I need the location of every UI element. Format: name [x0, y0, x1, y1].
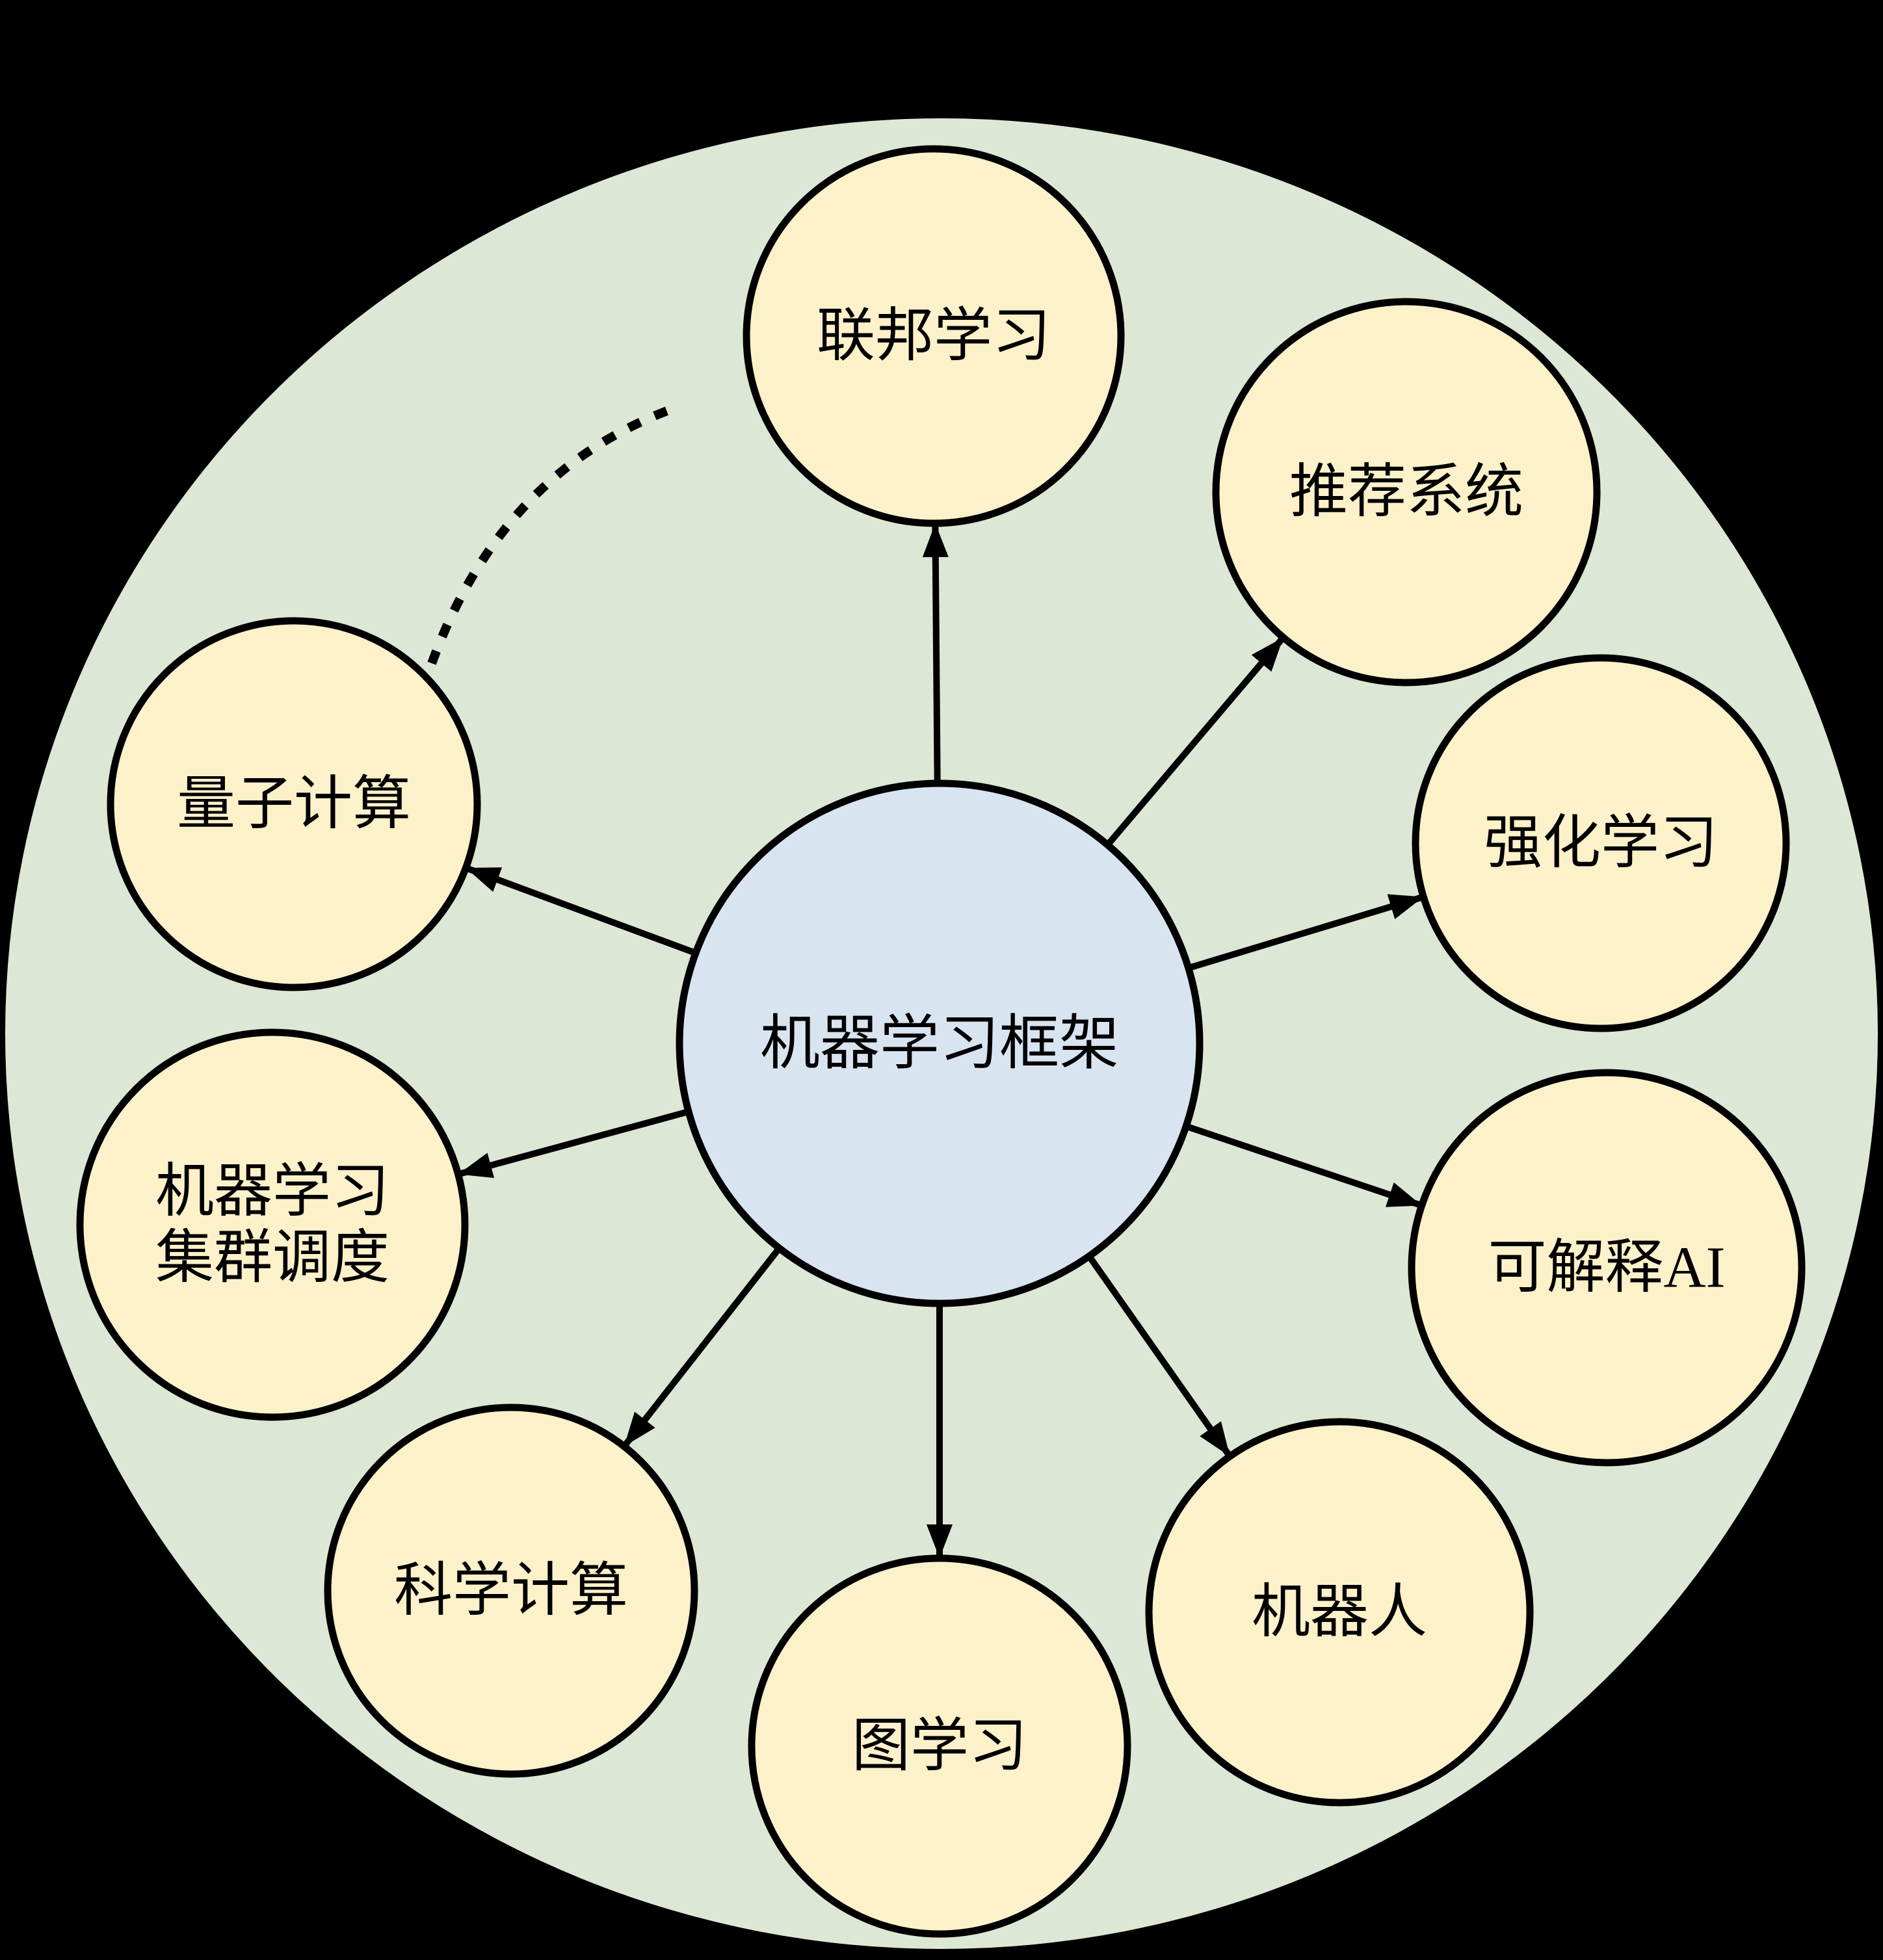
node-label-explainable-ai: 可解释AI	[1488, 1236, 1726, 1300]
arrowheads-group	[458, 523, 1424, 1558]
node-robotics: 机器人	[1145, 1418, 1534, 1807]
node-label-ml-cluster-scheduling-line1: 机器学习	[155, 1160, 389, 1224]
node-circle-ml-cluster-scheduling	[76, 1028, 469, 1421]
node-circle-recommender-systems	[1212, 298, 1601, 686]
node-circle-federated-learning	[743, 145, 1125, 527]
arrowhead-explainable-ai	[1385, 1182, 1422, 1207]
node-reinforcement-learning: 强化学习	[1412, 654, 1790, 1032]
arrowhead-federated-learning	[922, 523, 949, 558]
node-scientific-computing: 科学计算	[324, 1404, 698, 1778]
center-node-group: 机器学习框架	[676, 779, 1204, 1307]
center-node-circle	[676, 779, 1204, 1307]
arrowhead-reinforcement-learning	[1387, 894, 1424, 919]
node-recommender-systems: 推荐系统	[1212, 298, 1601, 686]
node-label-recommender-systems: 推荐系统	[1289, 460, 1523, 525]
node-label-federated-learning: 联邦学习	[817, 304, 1051, 369]
node-label-robotics: 机器人	[1252, 1580, 1427, 1645]
node-circle-scientific-computing	[324, 1404, 698, 1778]
node-circle-quantum-computing	[107, 617, 481, 991]
node-federated-learning: 联邦学习	[743, 145, 1125, 527]
node-circle-reinforcement-learning	[1412, 654, 1790, 1032]
node-label-reinforcement-learning: 强化学习	[1484, 811, 1718, 876]
node-graph-learning: 图学习	[748, 1554, 1131, 1938]
center-node-label: 机器学习框架	[760, 1010, 1119, 1077]
ellipsis-dashed-arc	[418, 402, 681, 692]
node-quantum-computing: 量子计算	[107, 617, 481, 991]
node-label-quantum-computing: 量子计算	[177, 772, 411, 837]
node-explainable-ai: 可解释AI	[1408, 1069, 1806, 1467]
node-label-ml-cluster-scheduling-line2: 集群调度	[155, 1226, 389, 1290]
node-label-graph-learning: 图学习	[852, 1714, 1027, 1779]
node-circle-robotics	[1145, 1418, 1534, 1807]
arrowhead-graph-learning	[927, 1524, 953, 1558]
arrowhead-recommender-systems	[1251, 637, 1284, 672]
arrowhead-quantum-computing	[466, 867, 503, 892]
node-circle-explainable-ai	[1408, 1069, 1806, 1467]
node-label-scientific-computing: 科学计算	[394, 1559, 628, 1623]
arrowhead-scientific-computing	[624, 1411, 655, 1446]
arrowhead-ml-cluster-scheduling	[458, 1153, 495, 1178]
arrowhead-robotics	[1200, 1421, 1230, 1457]
